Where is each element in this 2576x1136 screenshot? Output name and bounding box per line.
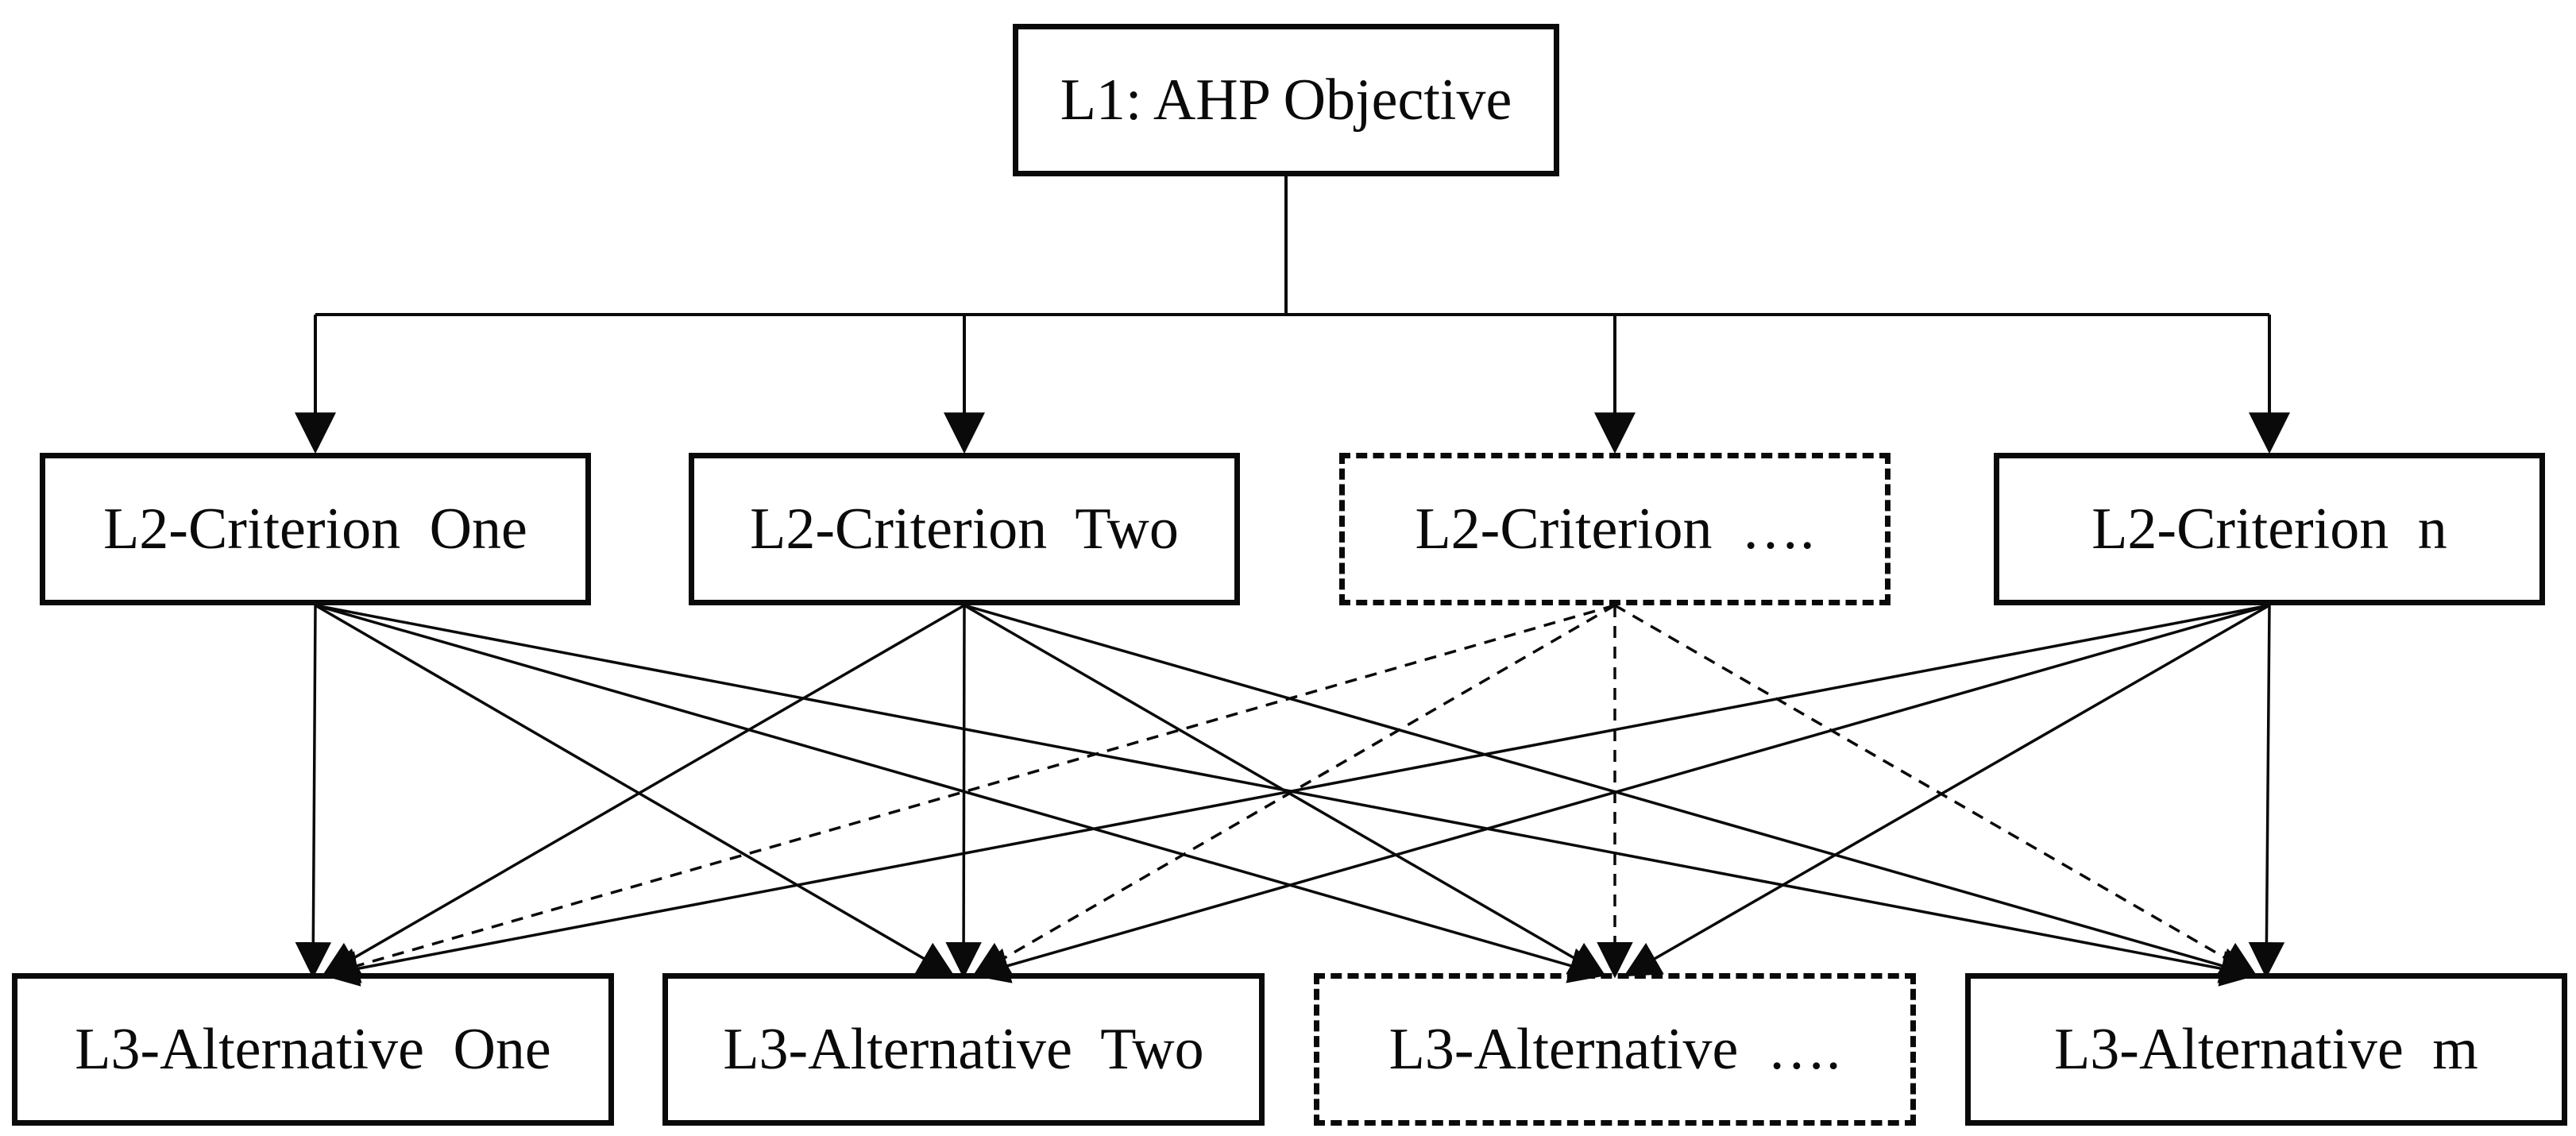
node-label: L3-Alternative Two [723, 1016, 1204, 1082]
node-label: L3-Alternative One [75, 1016, 551, 1082]
node-label: L3-Alternative m [2054, 1016, 2478, 1082]
edge-layer [295, 176, 2290, 987]
node-label: L2-Criterion …. [1415, 496, 1815, 562]
node-label: L2-Criterion Two [750, 496, 1179, 562]
box-l3-alternative-ellipsis: L3-Alternative …. [1314, 973, 1916, 1126]
box-l2-criterion-n: L2-Criterion n [1994, 453, 2545, 605]
box-l3-alternative-one: L3-Alternative One [12, 973, 614, 1126]
node-label: L2-Criterion n [2091, 496, 2447, 562]
box-l2-criterion-two: L2-Criterion Two [689, 453, 1240, 605]
box-l3-alternative-two: L3-Alternative Two [662, 973, 1265, 1126]
box-l2-criterion-one: L2-Criterion One [40, 453, 591, 605]
node-label: L2-Criterion One [103, 496, 527, 562]
box-l1-objective: L1: AHP Objective [1013, 24, 1559, 176]
node-label: L1: AHP Objective [1060, 67, 1512, 133]
box-l3-alternative-m: L3-Alternative m [1965, 973, 2567, 1126]
node-label: L3-Alternative …. [1388, 1016, 1841, 1082]
box-l2-criterion-ellipsis: L2-Criterion …. [1339, 453, 1890, 605]
